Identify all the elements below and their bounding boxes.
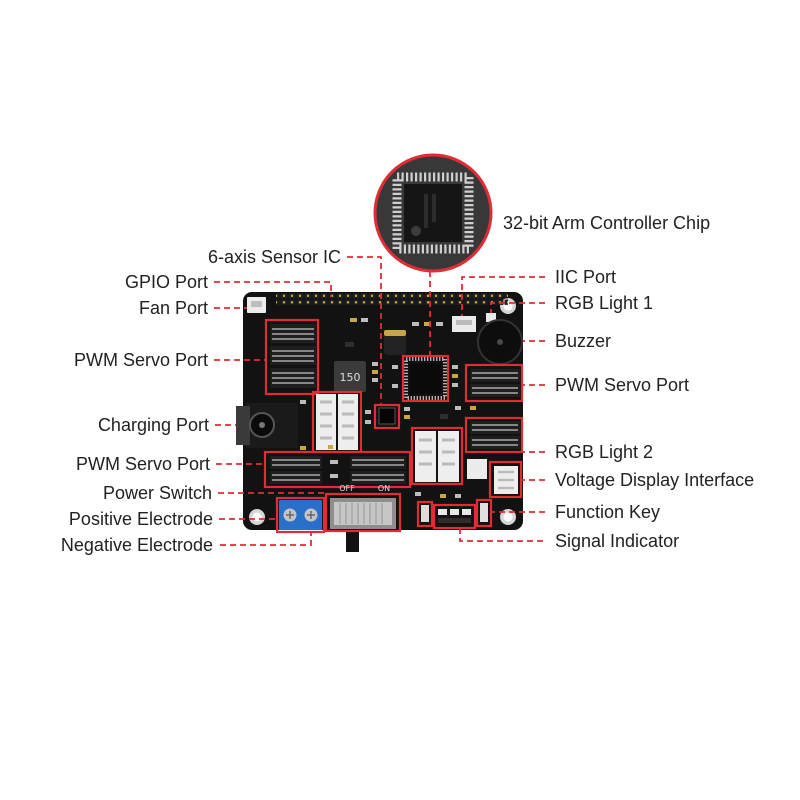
smd-part <box>330 460 338 464</box>
label-gpio-port: GPIO Port <box>124 272 208 292</box>
chip-marking <box>424 194 428 228</box>
smd-part <box>452 365 458 369</box>
chip-marking <box>432 194 436 222</box>
pwm-servo-port-bottom <box>263 450 412 489</box>
smd-part <box>330 474 338 478</box>
mounting-hole <box>249 509 265 525</box>
switch-on-marking: ON <box>378 484 390 493</box>
label-fan-port: Fan Port <box>138 298 208 318</box>
leader-lines <box>214 256 545 546</box>
function-key <box>475 498 493 528</box>
capacitor <box>384 330 406 355</box>
smd-part <box>452 383 458 387</box>
smd-part <box>404 415 410 419</box>
chip-zoom <box>373 153 493 273</box>
chip-pins <box>392 172 474 254</box>
label-voltage-display: Voltage Display Interface <box>555 470 755 490</box>
smd-part <box>300 446 306 450</box>
label-arm-chip: 32-bit Arm Controller Chip <box>503 213 711 233</box>
iic-port <box>452 316 476 332</box>
inductor: 150 <box>334 361 366 392</box>
fan-port <box>247 297 266 313</box>
charging-port <box>236 403 298 448</box>
buzzer <box>477 319 523 365</box>
sensor-ic <box>373 403 401 430</box>
smd-part <box>372 362 378 366</box>
smd-part <box>470 406 476 410</box>
pwm-servo-port-right-2 <box>464 416 524 454</box>
smd-components <box>300 318 476 498</box>
white-connectors-center-left <box>311 390 363 454</box>
smd-part <box>350 318 357 322</box>
label-rgb-light-2: RGB Light 2 <box>555 442 654 462</box>
leader-rgb1 <box>490 302 545 313</box>
smd-part <box>440 494 446 498</box>
smd-part <box>455 494 461 498</box>
label-pwm-servo-left: PWM Servo Port <box>73 350 208 370</box>
label-buzzer: Buzzer <box>555 331 612 351</box>
pwm-servo-port-left <box>264 318 320 396</box>
zoom-ring <box>373 153 493 273</box>
smd-part <box>372 370 378 374</box>
pcb: 150 <box>236 292 524 552</box>
terminal-block <box>275 496 326 534</box>
signal-indicator <box>432 503 477 530</box>
smd-part <box>415 492 421 496</box>
smd-part <box>412 322 419 326</box>
label-positive-electrode: Positive Electrode <box>68 509 213 529</box>
smd-part <box>436 322 443 326</box>
leader-sensor-ic <box>347 256 382 404</box>
mounting-hole <box>500 509 516 525</box>
leader-negative <box>220 532 312 546</box>
smd-part <box>440 414 448 419</box>
label-negative-electrode: Negative Electrode <box>60 535 213 555</box>
label-power-switch: Power Switch <box>102 483 212 503</box>
arm-controller-chip <box>401 354 450 403</box>
aux-key <box>416 500 434 528</box>
label-iic-port: IIC Port <box>555 267 617 287</box>
smd-part <box>361 318 368 322</box>
label-pwm-servo-right: PWM Servo Port <box>555 375 690 395</box>
smd-part <box>392 365 398 369</box>
smd-part <box>404 407 410 411</box>
smd-part <box>345 342 354 347</box>
label-sensor-ic: 6-axis Sensor IC <box>207 247 341 267</box>
leader-iic <box>461 276 545 316</box>
pwm-servo-port-right <box>464 363 524 403</box>
smd-part <box>455 406 461 410</box>
switch-off-marking: OFF <box>339 484 355 493</box>
smd-part <box>372 378 378 382</box>
rgb-light-1 <box>486 313 496 322</box>
label-function-key: Function Key <box>555 502 661 522</box>
rgb-light-2 <box>467 459 487 479</box>
label-signal-indicator: Signal Indicator <box>555 531 680 551</box>
label-rgb-light-1: RGB Light 1 <box>555 293 654 313</box>
leader-signal <box>459 528 545 542</box>
smd-part <box>300 400 306 404</box>
white-connectors-center-right <box>410 426 464 486</box>
smd-part <box>452 374 458 378</box>
smd-part <box>392 384 398 388</box>
switch-slider <box>346 530 359 552</box>
inductor-marking: 150 <box>340 371 361 384</box>
power-switch: OFF ON <box>324 484 402 552</box>
smd-part <box>365 410 371 414</box>
smd-part <box>424 322 431 326</box>
label-charging-port: Charging Port <box>97 415 209 435</box>
smd-part <box>328 445 333 449</box>
gpio-header <box>276 293 508 306</box>
label-pwm-servo-bottom: PWM Servo Port <box>75 454 210 474</box>
chip-logo-icon <box>411 226 421 236</box>
voltage-display-interface <box>488 460 523 499</box>
smd-part <box>365 420 371 424</box>
